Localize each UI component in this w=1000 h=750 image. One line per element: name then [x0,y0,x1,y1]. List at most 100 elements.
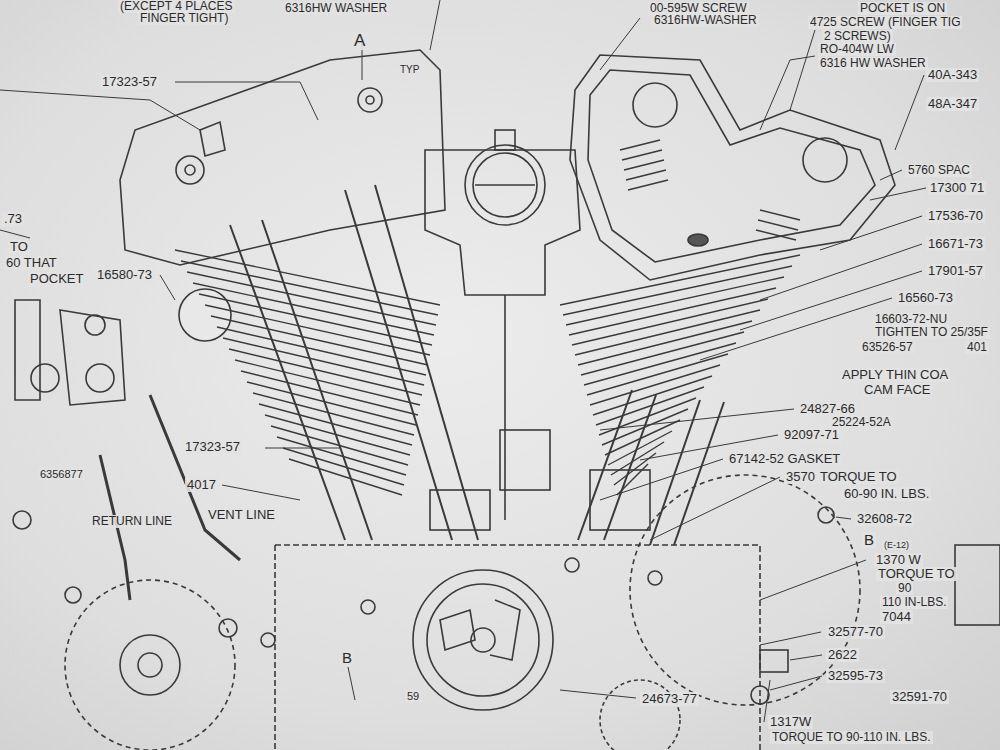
rear-cylinder-fin [569,288,776,335]
callout-label: 16603-72-NU [873,313,949,326]
front-cylinder-fin [283,448,404,485]
valve-spring [620,140,800,240]
port [688,234,708,246]
gearcase-hub [138,653,162,677]
bracket [15,300,125,405]
callout-label: 48A-347 [926,97,979,111]
callout-label: 2622 [826,648,859,662]
rear-cylinder-fin [563,266,792,315]
fitting [955,545,1000,625]
gearcase [65,580,235,750]
rear-cylinder-fin [587,354,728,395]
screw [818,507,834,523]
callout-label: TORQUE TO [876,567,957,581]
pushrod-tube [230,185,478,540]
rear-cylinder-fin [566,277,784,325]
vent-line [150,395,240,560]
callout-label: 16580-73 [95,268,154,282]
callout-label: TIGHTEN TO 25/35F [873,326,990,339]
cam-gear [600,680,680,750]
rocker-shaft [633,83,677,127]
callout-label: TO [8,240,30,254]
callout-label: 32608-72 [855,512,914,526]
screw [31,364,59,392]
callout-label: 16560-73 [896,291,955,305]
rear-cylinder-fin [584,343,736,385]
rear-cylinder-fin [602,409,688,445]
leader-lines [0,0,926,722]
callout-label: 7044 [880,610,913,624]
bolt [366,96,374,104]
fitting [760,650,788,672]
callout-label: 1370 W [874,553,923,567]
carburetor-body [425,150,580,295]
plug [179,289,231,341]
callout-label: B [340,650,354,666]
screw [648,571,662,585]
callout-label: 17300 71 [928,181,986,195]
callout-label: 6316HW WASHER [283,2,389,15]
timer-cover [427,584,539,696]
front-cylinder-fin [193,283,434,335]
callout-label: 32591-70 [890,690,949,704]
callout-label: FINGER TIGHT) [138,12,230,25]
rear-cylinder-fin [593,376,712,415]
carburetor-top [495,130,515,150]
rear-cylinder-fin [608,431,672,465]
rear-rocker-box [570,55,895,280]
front-cylinder-fin [199,294,432,345]
rear-cylinder-fin [572,299,768,345]
screw [219,619,237,637]
gearcase-hub [120,635,180,695]
callout-label: 92097-71 [782,428,841,442]
throttle-plate [475,184,535,186]
callout-label: 63526-57 [860,341,915,354]
callout-label: 110 IN-LBS. [880,596,948,609]
rocker-detail [200,122,225,156]
callout-label: 17323-57 [183,440,242,454]
callout-label: TORQUE TO 90-110 IN. LBS. [770,731,933,744]
callout-label: 17536-70 [926,209,985,223]
front-cylinder-fin [247,382,416,425]
rear-cylinder-fin [605,420,680,455]
screw [261,633,275,647]
front-rocker-box [120,50,445,265]
rear-cylinder-fin [617,464,648,495]
lifter-block [590,470,650,530]
bolt [185,165,195,175]
rear-rocker-inner [588,70,875,262]
rear-cylinder-fin [560,255,800,305]
lifter-block [500,430,550,490]
callout-label: 16671-73 [926,237,985,251]
screw [565,558,579,572]
callout-label: RETURN LINE [90,515,174,528]
screw [361,600,375,614]
front-cylinder-fin [229,349,422,395]
callout-label: 90 [896,582,913,595]
callout-label: 4017 [185,478,218,492]
callout-label: 6316 HW WASHER [818,57,928,70]
front-cylinder-fin [223,338,424,385]
callout-label: 24673-77 [640,692,699,706]
bolt [176,156,204,184]
callout-label: 6316HW-WASHER [652,14,759,27]
callout-label: 59 [405,690,421,702]
callout-label: APPLY THIN COA [840,368,950,382]
rear-cylinder-fin [599,398,696,435]
rear-cylinder-fin [590,365,720,405]
callout-label: 5760 SPAC [906,164,972,177]
callout-label: 3570 [784,470,817,484]
front-cylinder-fin [241,371,418,415]
rear-cylinder-fin [581,332,744,375]
rocker-shaft [803,138,847,182]
callout-label: 32595-73 [826,669,885,683]
bolt [358,88,382,112]
callout-label: 401 [965,341,989,354]
rear-cylinder-fin [614,453,656,485]
callout-label: (E-12) [882,540,911,550]
callout-label: POCKET IS ON [858,2,947,15]
callout-label: 60-90 IN. LBS. [842,487,931,501]
carburetor-throat [473,153,537,217]
callout-label: 40A-343 [926,68,979,82]
rear-cylinder-fin [611,442,664,475]
